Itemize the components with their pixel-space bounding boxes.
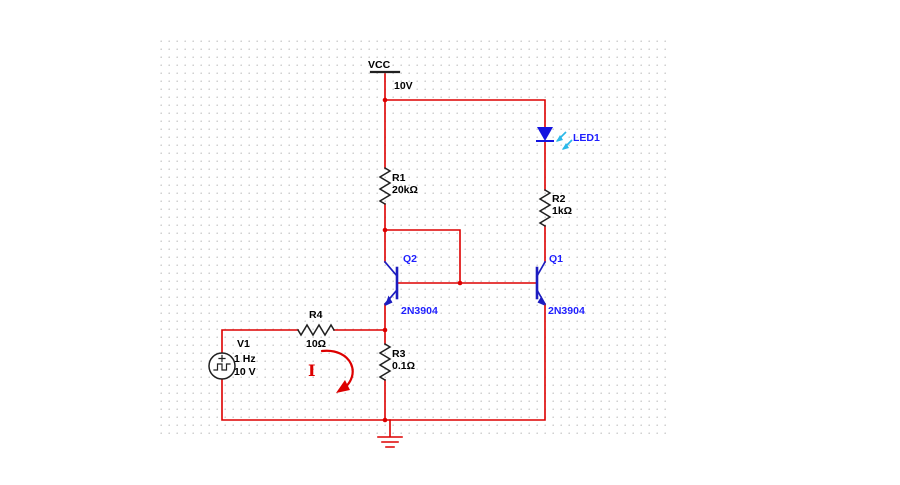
r4-value-label: 10Ω [306,338,326,350]
q1-part-label: 2N3904 [548,305,585,317]
led1-diode[interactable]: LED1 [536,127,600,150]
r3-value-label: 0.1Ω [392,360,415,372]
led-light-ray-arrowhead-icon [556,135,563,142]
wire-mirror-base-net[interactable] [384,203,538,284]
current-annotation[interactable]: I [308,349,354,393]
wire-source-top-net[interactable] [221,329,299,354]
current-direction-arrow [320,349,354,391]
vcc-value-label: 10V [394,80,413,92]
resistor-r3[interactable]: R3 0.1Ω [378,342,415,382]
r2-ref-label: R2 [552,193,566,205]
q2-emitter-arrow-icon [385,295,393,306]
r1-value-label: 20kΩ [392,184,418,196]
q1-collector-lead [535,260,547,278]
wire-emitter-sense-net[interactable] [333,303,386,345]
junction-dot [382,227,388,233]
q1-emitter-arrow-icon [537,296,545,306]
led1-symbol [537,127,553,141]
resistor-r4[interactable]: R4 10Ω [296,309,336,350]
r3-ref-label: R3 [392,348,406,360]
junction-dot [382,97,388,103]
vcc-power-symbol[interactable]: VCC 10V [368,59,413,92]
q2-collector-lead [383,260,399,278]
current-label: I [308,361,315,380]
ground-symbol[interactable] [377,419,403,448]
r4-ref-label: R4 [309,309,323,321]
q1-ref-label: Q1 [549,253,563,265]
r3-symbol [378,342,392,382]
r2-symbol [538,188,552,228]
led-light-ray-arrowhead-icon [562,143,569,150]
v1-frequency-label: 1 Hz [234,353,256,365]
transistor-q1[interactable]: Q1 2N3904 [535,253,585,317]
junction-dot [382,327,388,333]
resistor-r2[interactable]: R2 1kΩ [538,188,572,228]
q2-ref-label: Q2 [403,253,417,265]
r2-value-label: 1kΩ [552,205,572,217]
grid-dots [158,36,668,434]
led1-ref-label: LED1 [573,132,600,144]
v1-amplitude-label: 10 V [234,366,256,378]
v1-squarewave-icon [213,363,231,371]
v1-plus-icon [218,354,226,363]
junction-dot [382,417,388,423]
transistor-q2[interactable]: Q2 2N3904 [383,253,438,317]
v1-ref-label: V1 [237,338,250,350]
resistor-r1[interactable]: R1 20kΩ [378,166,418,206]
r1-ref-label: R1 [392,172,406,184]
vcc-net-label: VCC [368,59,391,71]
q2-part-label: 2N3904 [401,305,438,317]
junction-dot [457,280,463,286]
source-v1[interactable]: V1 1 Hz 10 V [208,338,256,380]
r1-symbol [378,166,392,206]
current-arrowhead-icon [336,380,350,393]
ground-icon [377,419,403,448]
r4-symbol [296,323,336,337]
